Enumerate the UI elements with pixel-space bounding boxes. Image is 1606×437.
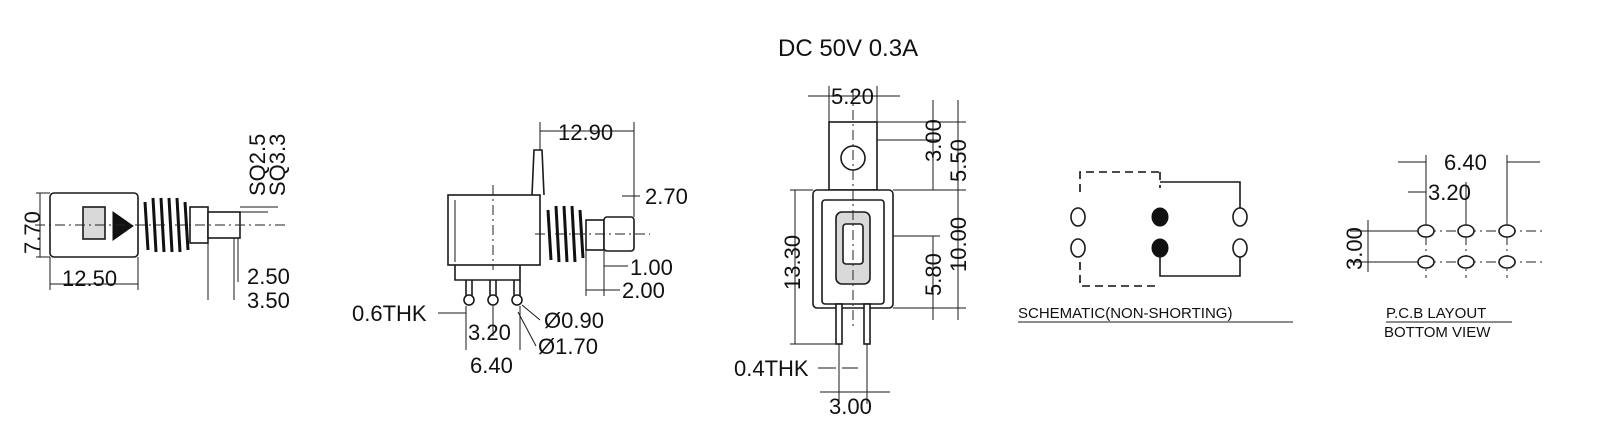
dim-square-small: SQ2.5 (245, 134, 270, 196)
pcb-caption: P.C.B LAYOUT (1386, 305, 1486, 322)
schematic-terminal (1070, 207, 1086, 227)
dim-square-large: SQ3.3 (265, 134, 290, 196)
dim-shaft-b: 3.50 (247, 288, 290, 313)
dim-end-top: 3.00 (921, 119, 946, 162)
dim-height: 7.70 (20, 211, 45, 254)
dim-pin-diameter: Ø0.90 (544, 308, 604, 333)
side-view: 7.70 12.50 SQ2.5 SQ3.3 2.50 3.50 (20, 134, 290, 313)
dim-hole-diameter: Ø1.70 (538, 334, 598, 359)
schematic-wire-top (1160, 181, 1241, 208)
schematic-dashed-link (1079, 171, 1160, 287)
pcb-layout: 6.40 3.20 3.00 P.C.B LAYOUT BOTTOM VIEW (1342, 150, 1545, 341)
body-window (82, 206, 106, 240)
schematic-terminal (1232, 238, 1248, 258)
front-body (447, 194, 541, 266)
dim-length: 12.50 (62, 266, 117, 291)
dim-end-full: 10.00 (946, 217, 971, 272)
dim-pin-pitch: 3.00 (829, 394, 872, 419)
schematic: SCHEMATIC(NON-SHORTING) (1018, 171, 1293, 323)
dim-end-body: 13.30 (780, 235, 805, 290)
schematic-terminal (1232, 207, 1248, 227)
dim-end-upper: 5.50 (946, 139, 971, 182)
front-view: 12.90 2.70 1.00 2.00 0.6THK 3.20 6.40 Ø0… (352, 120, 688, 378)
dim-knob-height: 2.70 (645, 184, 688, 209)
dim-tip-a: 1.00 (630, 255, 673, 280)
pcb-dim-span: 6.40 (1444, 150, 1487, 175)
schematic-common-contact (1151, 238, 1169, 258)
dim-end-width: 5.20 (831, 84, 874, 109)
rating-label: DC 50V 0.3A (778, 35, 918, 62)
dim-thickness: 0.6THK (352, 301, 427, 326)
schematic-common-contact (1151, 207, 1169, 227)
front-pins (463, 280, 523, 306)
schematic-caption: SCHEMATIC(NON-SHORTING) (1018, 305, 1232, 322)
dim-span: 6.40 (470, 353, 513, 378)
pcb-dim-row-pitch: 3.00 (1342, 227, 1367, 270)
dim-tip-b: 2.00 (622, 278, 665, 303)
schematic-wire-bottom (1159, 254, 1241, 277)
dim-pitch: 3.20 (468, 320, 511, 345)
pcb-caption-sub: BOTTOM VIEW (1384, 324, 1491, 341)
direction-arrow-icon (112, 211, 134, 241)
dim-end-mid: 5.80 (921, 253, 946, 296)
schematic-terminal (1070, 238, 1086, 258)
dim-shaft-a: 2.50 (247, 264, 290, 289)
pcb-pads (1417, 224, 1516, 269)
end-view: 5.20 3.00 5.50 5.80 10.00 13.30 0.4THK 3… (734, 84, 971, 419)
front-base (454, 265, 521, 281)
pcb-dim-pitch: 3.20 (1428, 180, 1471, 205)
actuator-lever (531, 149, 545, 196)
dim-stroke: 12.90 (558, 120, 613, 145)
front-collar (585, 219, 605, 251)
dim-end-thickness: 0.4THK (734, 356, 809, 381)
